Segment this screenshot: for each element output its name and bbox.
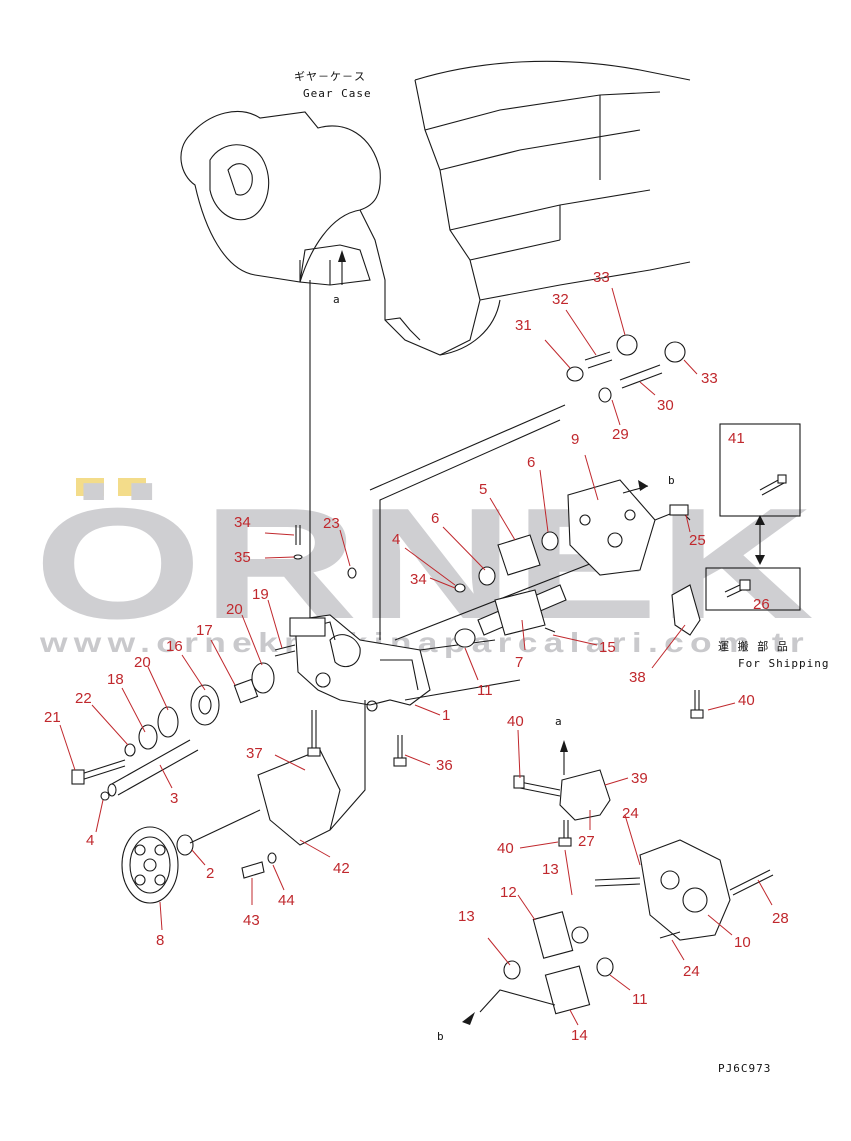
watermark-umlaut-left [76, 478, 104, 496]
watermark-brand: ÖRNEK [34, 476, 814, 652]
view-b-bottom-label: b [437, 1030, 445, 1043]
callout-6-upper: 6 [527, 454, 535, 471]
callout-26: 26 [753, 596, 770, 613]
drawing-code: PJ6C973 [718, 1062, 771, 1075]
callout-28: 28 [772, 910, 789, 927]
watermark: ÖRNEK www.ornekmakinaparcalari.com.tr [34, 476, 814, 658]
callout-20-upper: 20 [226, 601, 243, 618]
callout-40-right: 40 [738, 692, 755, 709]
callout-21: 21 [44, 709, 61, 726]
callout-33-lower: 33 [701, 370, 718, 387]
center-gear-components: b [454, 334, 691, 648]
callout-4-left: 4 [86, 832, 94, 849]
callout-10: 10 [734, 934, 751, 951]
callout-20-lower: 20 [134, 654, 151, 671]
callout-7: 7 [515, 654, 523, 671]
callout-16: 16 [166, 638, 183, 655]
callout-30: 30 [657, 397, 674, 414]
gear-case-en-label: Gear Case [303, 87, 372, 100]
callout-34-lower: 34 [410, 571, 427, 588]
view-b-top-label: b [668, 474, 676, 487]
callout-6-lower: 6 [431, 510, 439, 527]
callout-1: 1 [442, 707, 450, 724]
callout-15: 15 [599, 639, 616, 656]
callout-27: 27 [578, 833, 595, 850]
shipping-parts: 運 搬 部 品 For Shipping [671, 423, 829, 719]
watermark-url: www.ornekmakinaparcalari.com.tr [39, 627, 810, 658]
callout-34-upper: 34 [234, 514, 251, 531]
callout-4-center: 4 [392, 531, 400, 548]
callout-24-lower: 24 [683, 963, 700, 980]
callout-40-lower: 40 [497, 840, 514, 857]
callout-3: 3 [170, 790, 178, 807]
lower-housing [241, 700, 407, 879]
callout-44: 44 [278, 892, 295, 909]
callout-11-upper: 11 [477, 682, 493, 699]
callout-24-upper: 24 [622, 805, 639, 822]
callout-36: 36 [436, 757, 453, 774]
callout-31: 31 [515, 317, 532, 334]
callout-39: 39 [631, 770, 648, 787]
callout-8: 8 [156, 932, 164, 949]
callout-11-lower: 11 [632, 991, 648, 1008]
callout-19: 19 [252, 586, 269, 603]
callout-33-upper: 33 [593, 269, 610, 286]
callout-40-upper: 40 [507, 713, 524, 730]
callout-17: 17 [196, 622, 213, 639]
callouts: 1 2 3 4 4 5 6 6 7 8 9 10 11 11 12 13 13 … [44, 269, 789, 1044]
gear-case-drawing: ギヤ－ケ－ス Gear Case a [180, 60, 691, 650]
callout-2: 2 [206, 865, 214, 882]
watermark-umlaut-right [118, 478, 146, 496]
gear-case-jp-label: ギヤ－ケ－ス [294, 70, 366, 83]
callout-38: 38 [629, 669, 646, 686]
callout-42: 42 [333, 860, 350, 877]
lower-right-assembly: a b [437, 715, 774, 1043]
callout-13-lower: 13 [458, 908, 475, 925]
callout-35: 35 [234, 549, 251, 566]
callout-25: 25 [689, 532, 706, 549]
callout-43: 43 [243, 912, 260, 929]
left-shaft-components [71, 525, 357, 904]
callout-29: 29 [612, 426, 629, 443]
view-a-top-label: a [333, 293, 341, 306]
callout-18: 18 [107, 671, 124, 688]
callout-14: 14 [571, 1027, 588, 1044]
callout-9: 9 [571, 431, 579, 448]
shipping-jp-label: 運 搬 部 品 [718, 639, 789, 653]
callout-22: 22 [75, 690, 92, 707]
shipping-en-label: For Shipping [738, 657, 829, 670]
callout-5: 5 [479, 481, 487, 498]
callout-37: 37 [246, 745, 263, 762]
view-a-bottom-label: a [555, 715, 563, 728]
callout-12: 12 [500, 884, 517, 901]
callout-13-upper: 13 [542, 861, 559, 878]
callout-41: 41 [728, 430, 745, 447]
callout-32: 32 [552, 291, 569, 308]
detail-box-26 [705, 567, 801, 611]
callout-23: 23 [323, 515, 340, 532]
